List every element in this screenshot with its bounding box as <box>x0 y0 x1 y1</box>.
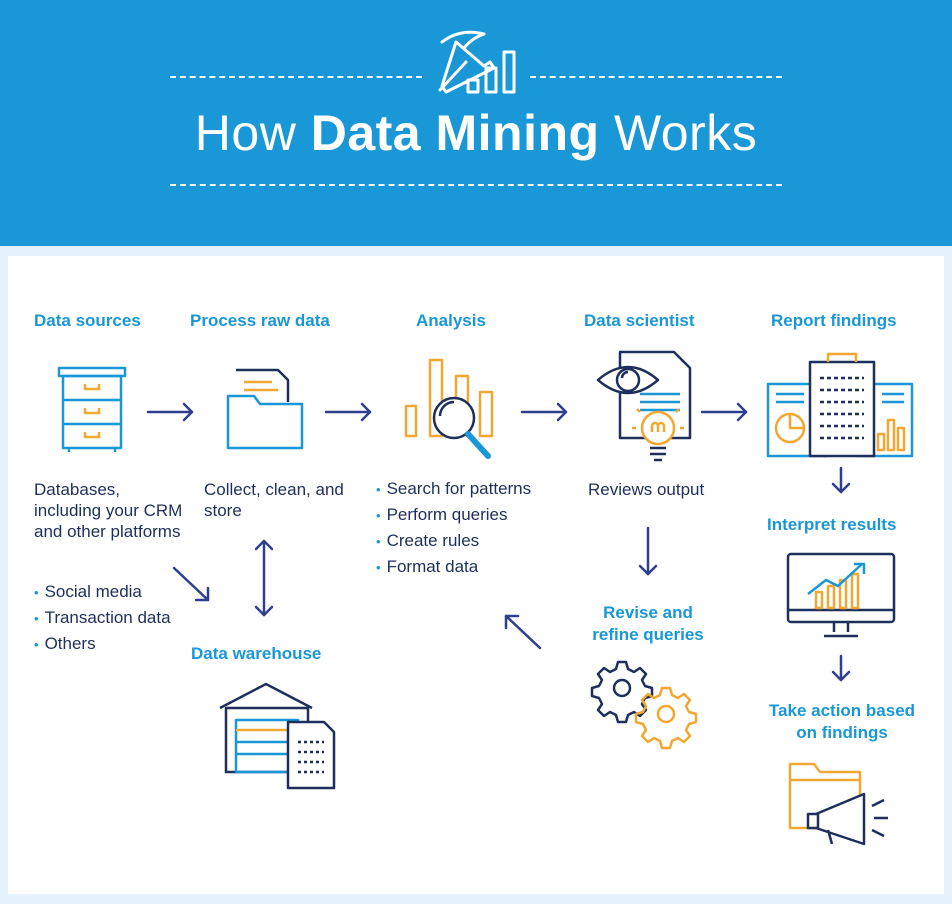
list-item-search-patterns: Search for patterns <box>376 476 532 502</box>
arrow-interpret-to-action <box>831 654 851 682</box>
magnifier-bar-chart-icon <box>404 358 494 459</box>
gears-icon <box>590 660 698 750</box>
page-title: How Data Mining Works <box>0 104 952 162</box>
list-item-format-data: Format data <box>376 554 531 580</box>
analysis-list: Search for patterns Perform queries Crea… <box>376 476 532 580</box>
list-item-transaction-data: Transaction data <box>34 605 171 631</box>
arrow-scientist-to-report <box>700 402 748 422</box>
heading-take-action-line1: Take action based <box>768 701 916 720</box>
arrow-process-to-analysis <box>324 402 372 422</box>
list-item-social-media: Social media <box>34 579 171 605</box>
arrow-analysis-to-scientist <box>520 402 568 422</box>
arrow-sources-to-process <box>146 402 194 422</box>
header-divider-top-left <box>170 76 422 78</box>
heading-take-action: Take action based on findings <box>750 701 934 743</box>
folder-documents-icon <box>226 368 304 450</box>
list-item-others: Others <box>34 631 171 657</box>
filing-cabinet-icon <box>57 366 127 452</box>
title-data-mining: Data Mining <box>310 105 600 161</box>
heading-analysis: Analysis <box>416 311 486 330</box>
data-sources-list: Social media Transaction data Others <box>34 579 171 657</box>
heading-data-sources: Data sources <box>34 311 141 330</box>
arrow-process-warehouse-bidirectional <box>254 539 274 617</box>
arrow-revise-to-analysis <box>504 614 542 650</box>
heading-process-raw-data: Process raw data <box>190 311 330 330</box>
heading-revise-line1: Revise and <box>603 603 693 622</box>
title-works: Works <box>613 105 758 161</box>
process-raw-data-description: Collect, clean, and store <box>204 480 344 520</box>
header-divider-bottom <box>170 184 782 186</box>
arrow-sources-to-warehouse <box>172 566 210 602</box>
heading-data-scientist: Data scientist <box>584 311 695 330</box>
folder-megaphone-icon <box>788 762 888 846</box>
heading-revise-line2: refine queries <box>592 625 704 644</box>
data-sources-description: Databases, including your CRM and other … <box>34 480 183 541</box>
warehouse-icon <box>219 682 336 790</box>
monitor-trend-icon <box>786 552 896 638</box>
arrow-report-to-interpret <box>831 466 851 494</box>
header-divider-top-right <box>530 76 782 78</box>
list-item-create-rules: Create rules <box>376 528 531 554</box>
heading-revise: Revise and refine queries <box>564 603 732 645</box>
heading-take-action-line2: on findings <box>796 723 888 742</box>
heading-data-warehouse: Data warehouse <box>191 644 322 663</box>
pickaxe-chart-icon <box>438 30 516 94</box>
heading-report-findings: Report findings <box>771 311 897 330</box>
list-item-perform-queries: Perform queries <box>376 502 531 528</box>
arrow-scientist-to-revise <box>638 526 658 576</box>
heading-interpret-results: Interpret results <box>767 515 897 534</box>
title-how: How <box>194 105 297 161</box>
eye-lightbulb-document-icon <box>596 350 692 462</box>
header-banner: How Data Mining Works <box>0 0 952 246</box>
report-documents-icon <box>766 352 914 458</box>
data-scientist-description: Reviews output <box>588 480 705 499</box>
